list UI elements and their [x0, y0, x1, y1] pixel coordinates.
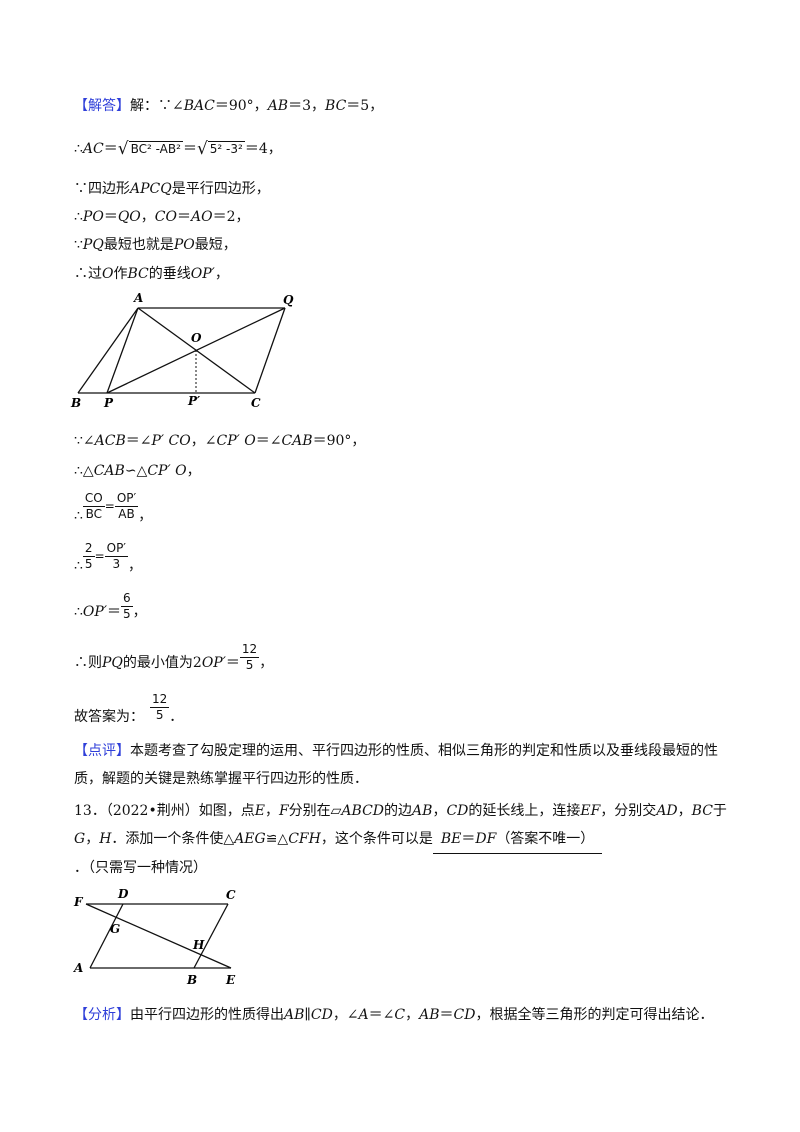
answer-line-6: ∴过O作BC的垂线OP′，: [74, 266, 229, 282]
seg-BC: [193, 903, 229, 969]
label-P: P: [103, 396, 114, 410]
seg-FE: [85, 903, 232, 969]
parallelogram-figure-abcd: F D C G H A B E: [73, 887, 236, 987]
seg-CQ: [254, 307, 286, 394]
label-A: A: [133, 291, 143, 305]
question-13: 13．（2022•荆州）如图，点E，F分别在▱ABCD的边AB，CD的延长线上，…: [74, 803, 727, 876]
answer-line-7: ∵∠ACB＝∠P′ CO，∠CP′ O＝∠CAB＝90°，: [74, 433, 366, 449]
parallelogram-figure-apcq: A Q O B P P′ C: [70, 291, 294, 410]
seg-AP: [106, 307, 139, 394]
answer-line-3: ∵四边形APCQ是平行四边形，: [74, 181, 270, 197]
sqrt-expression-1: √BC² -AB²: [117, 139, 183, 159]
answer-line-1: 【解答】解：∵∠BAC＝90°，AB＝3，BC＝5，: [74, 98, 384, 114]
label-F: F: [73, 895, 84, 909]
label-O: O: [191, 331, 202, 345]
label-C: C: [226, 888, 236, 902]
label-Q: Q: [283, 293, 294, 307]
answer-blank: BE＝DF（答案不唯一）: [432, 825, 603, 854]
label-B: B: [70, 396, 81, 410]
label-D: D: [117, 887, 129, 901]
label-B: B: [186, 973, 197, 987]
seg-BA: [77, 307, 139, 394]
label-E: E: [225, 973, 236, 987]
fraction-op-ab: OP′AB: [114, 490, 139, 521]
answer-line-5: ∵PQ最短也就是PO最短，: [74, 237, 237, 253]
analysis-line: 【分析】由平行四边形的性质得出AB∥CD，∠A＝∠C，AB＝CD，根据全等三角形…: [74, 1007, 714, 1023]
fraction-op-3: OP′3: [104, 540, 129, 571]
comment-paragraph: 【点评】本题考查了勾股定理的运用、平行四边形的性质、相似三角形的判定和性质以及垂…: [74, 743, 718, 787]
label-P-prime: P′: [187, 394, 201, 408]
answer-tag: 【解答】: [74, 98, 130, 114]
sqrt-expression-2: √5² -3²: [196, 139, 245, 159]
label-G: G: [110, 922, 120, 936]
label-A: A: [73, 961, 83, 975]
answer-line-8: ∴△CAB∽△CP′ O，: [74, 463, 201, 479]
analysis-tag: 【分析】: [74, 1007, 130, 1023]
comment-tag: 【点评】: [74, 743, 130, 759]
label-H: H: [192, 938, 205, 952]
answer-line-2: ∴AC＝√BC² -AB²＝√5² -3²＝4，: [74, 139, 282, 159]
seg-AD: [89, 903, 124, 969]
label-C: C: [251, 396, 261, 410]
answer-line-4: ∴PO＝QO，CO＝AO＝2，: [74, 209, 250, 225]
